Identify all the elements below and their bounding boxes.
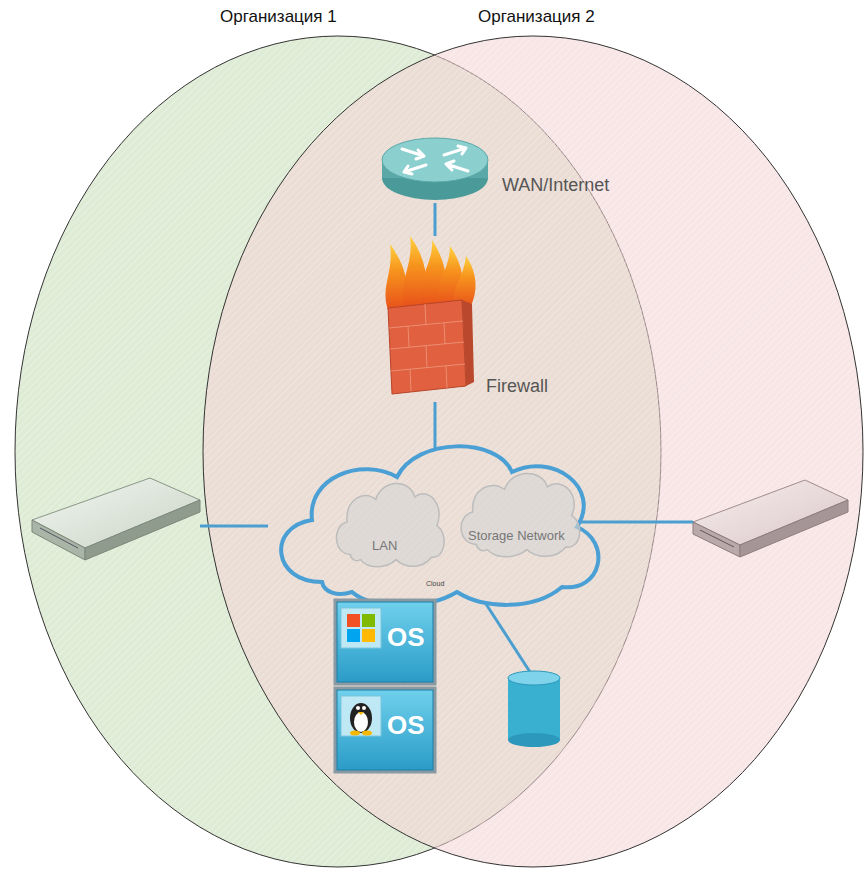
network-cloud: Cloud LAN Storage Network [262, 432, 610, 608]
os-box: OS [333, 598, 437, 686]
storage-cloud-shape [454, 466, 584, 558]
node-label: OS [387, 622, 425, 653]
node-label: Организация 2 [478, 7, 595, 27]
node-label: Storage Network [468, 528, 565, 544]
node-label: WAN/Internet [502, 175, 609, 197]
server-left [32, 478, 200, 560]
node-label: OS [387, 710, 425, 741]
lan-cloud: LAN [330, 476, 448, 568]
node-label: LAN [372, 538, 397, 554]
database-cylinder [508, 671, 560, 747]
node-label: Организация 1 [220, 7, 337, 27]
node-label: Cloud [426, 580, 444, 588]
node-label: Firewall [486, 376, 548, 398]
network-link [434, 402, 437, 450]
server-right [693, 480, 848, 557]
firewall-node: Firewall [380, 236, 580, 402]
network-link [434, 203, 437, 236]
lan-cloud-shape [330, 476, 448, 568]
storage-cloud: Storage Network [454, 466, 584, 558]
firewall-node-shape [380, 236, 580, 402]
router-node: WAN/Internet [380, 135, 630, 203]
os-box: OS [333, 686, 437, 774]
